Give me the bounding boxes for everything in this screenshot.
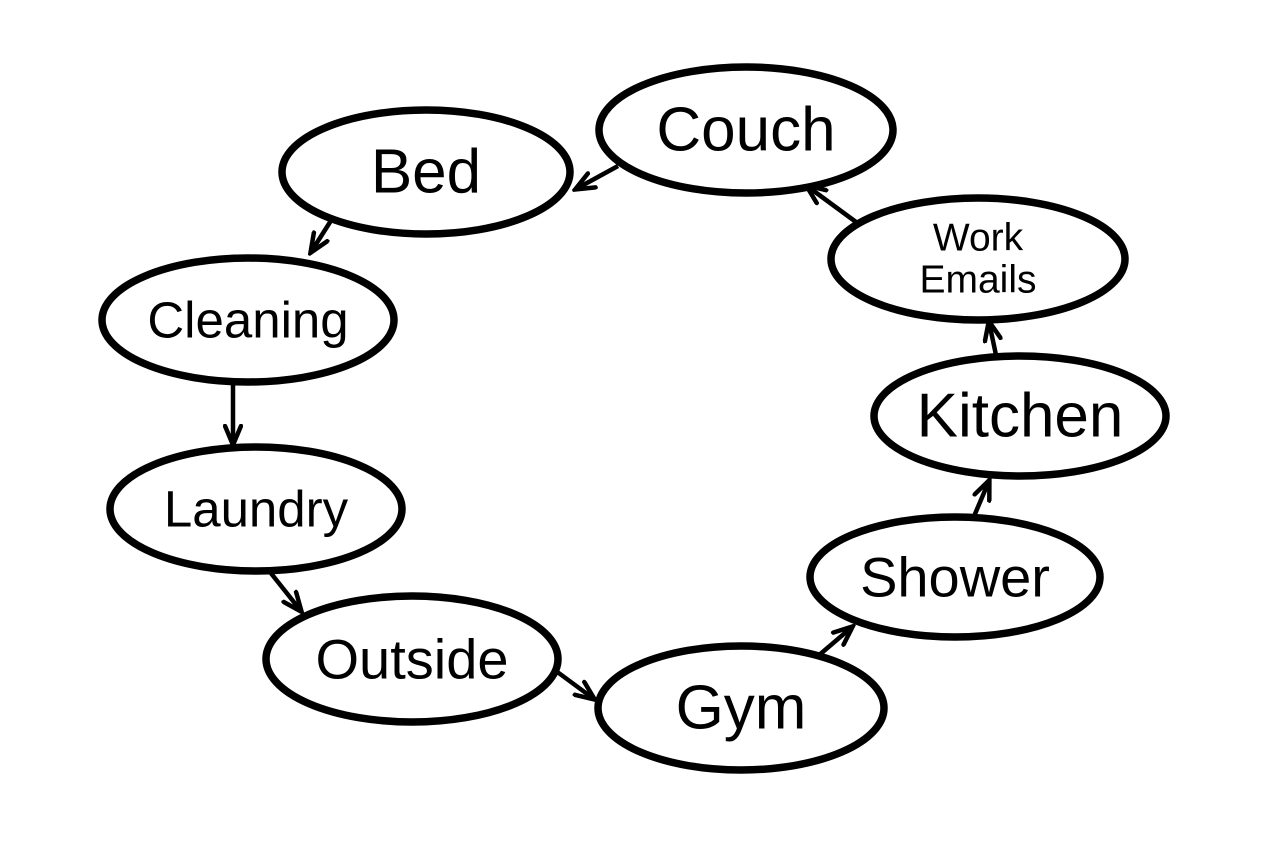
edge-laundry-to-outside	[268, 570, 301, 611]
edge-outside-to-gym	[554, 669, 594, 699]
node-kitchen-label: Kitchen	[917, 382, 1124, 451]
node-outside: Outside	[262, 592, 562, 726]
node-shower: Shower	[806, 513, 1104, 641]
edge-kitchen-to-work_emails	[989, 322, 996, 356]
node-laundry: Laundry	[106, 443, 406, 575]
edge-bed-to-cleaning	[311, 217, 334, 252]
edge-work_emails-to-couch	[807, 186, 858, 224]
node-gym: Gym	[594, 642, 888, 774]
node-laundry-label: Laundry	[164, 481, 349, 538]
node-work_emails-ellipse	[827, 194, 1129, 324]
node-couch: Couch	[595, 63, 897, 197]
node-gym-ellipse	[594, 642, 888, 774]
node-couch-ellipse	[595, 63, 897, 197]
node-cleaning-label: Cleaning	[147, 292, 348, 349]
edge-gym-to-shower	[816, 627, 852, 658]
node-cleaning: Cleaning	[98, 254, 398, 386]
node-outside-label: Outside	[316, 628, 509, 691]
node-kitchen-ellipse	[870, 352, 1170, 480]
node-laundry-ellipse	[106, 443, 406, 575]
node-outside-ellipse	[262, 592, 562, 726]
node-cleaning-ellipse	[98, 254, 398, 386]
node-bed-ellipse	[278, 106, 574, 238]
node-shower-label: Shower	[860, 546, 1050, 609]
node-bed-label: Bed	[371, 138, 481, 207]
node-gym-label: Gym	[676, 674, 807, 743]
node-kitchen: Kitchen	[870, 352, 1170, 480]
node-couch-label: Couch	[656, 96, 835, 165]
edge-couch-to-bed	[576, 164, 620, 189]
node-bed: Bed	[278, 106, 574, 238]
node-shower-ellipse	[806, 513, 1104, 641]
